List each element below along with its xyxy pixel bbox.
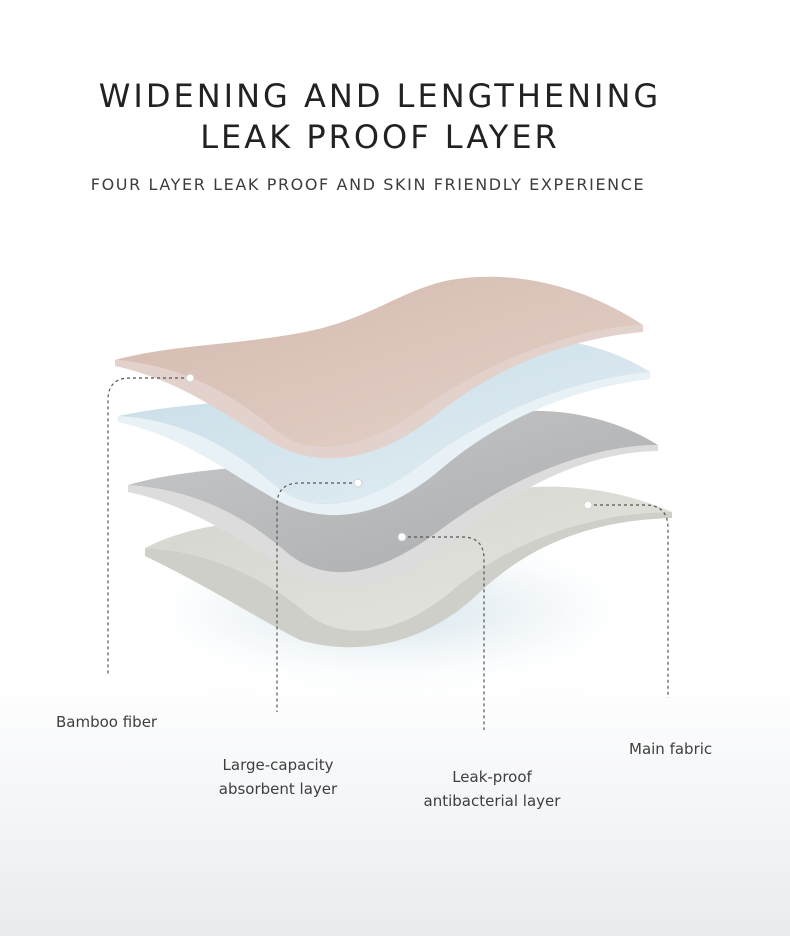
subheadline: FOUR LAYER LEAK PROOF AND SKIN FRIENDLY …: [90, 175, 646, 194]
headline-line-2: LEAK PROOF LAYER: [200, 118, 560, 156]
layer-bamboo-fiber: [115, 276, 643, 459]
marker-dot-absorbent: [353, 478, 363, 488]
label-leakproof-line-1: Leak-proof: [452, 768, 532, 786]
label-leakproof-line-2: antibacterial layer: [423, 792, 561, 810]
leader-line-bamboo: [107, 377, 190, 675]
leader-lines: [107, 377, 669, 730]
label-bamboo-fiber: Bamboo fiber: [56, 713, 158, 731]
label-absorbent-line-2: absorbent layer: [218, 780, 338, 798]
marker-dots: [185, 373, 593, 542]
label-absorbent-layer: Large-capacity absorbent layer: [208, 753, 348, 801]
marker-dot-main: [583, 500, 593, 510]
marker-dot-bamboo: [185, 373, 195, 383]
marker-dot-leakproof: [397, 532, 407, 542]
leader-line-leakproof: [402, 536, 485, 730]
label-main-fabric: Main fabric: [629, 740, 713, 758]
headline-line-1: WIDENING AND LENGTHENING: [98, 77, 662, 115]
label-absorbent-line-1: Large-capacity: [222, 756, 334, 774]
label-leak-proof-layer: Leak-proof antibacterial layer: [412, 765, 572, 813]
